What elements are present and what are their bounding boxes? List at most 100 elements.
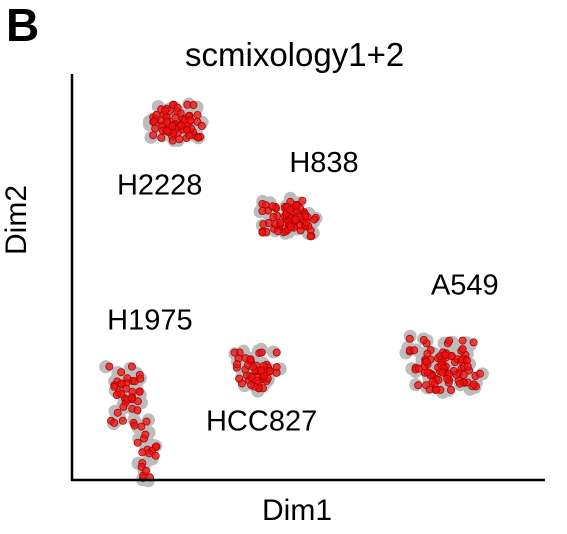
data-point-h1975 bbox=[136, 374, 145, 383]
data-point-h1975 bbox=[130, 421, 139, 430]
data-point-h2228 bbox=[185, 131, 194, 140]
data-point-h838 bbox=[258, 206, 267, 215]
data-point-h1975 bbox=[119, 402, 128, 411]
data-point-h2228 bbox=[177, 121, 186, 130]
data-point-a549 bbox=[445, 336, 454, 345]
data-point-a549 bbox=[458, 336, 467, 345]
data-point-h838 bbox=[310, 215, 319, 224]
data-point-a549 bbox=[475, 369, 484, 378]
data-point-h2228 bbox=[197, 121, 206, 130]
data-point-a549 bbox=[463, 362, 472, 371]
data-point-h2228 bbox=[151, 124, 160, 133]
data-point-h838 bbox=[259, 220, 268, 229]
data-point-h1975 bbox=[133, 406, 142, 415]
data-point-h1975 bbox=[117, 368, 126, 377]
data-point-h2228 bbox=[168, 122, 177, 131]
data-point-hcc827 bbox=[233, 360, 242, 369]
data-point-h2228 bbox=[149, 131, 158, 140]
data-point-h2228 bbox=[152, 110, 161, 119]
data-point-h838 bbox=[276, 218, 285, 227]
data-point-h838 bbox=[287, 222, 296, 231]
data-point-a549 bbox=[455, 379, 464, 388]
data-point-hcc827 bbox=[247, 380, 256, 389]
data-point-hcc827 bbox=[230, 348, 239, 357]
data-point-hcc827 bbox=[272, 348, 281, 357]
data-point-h1975 bbox=[133, 397, 142, 406]
data-point-h1975 bbox=[117, 379, 126, 388]
cluster-label-h1975: H1975 bbox=[107, 305, 192, 337]
data-point-h1975 bbox=[122, 384, 131, 393]
data-point-h2228 bbox=[194, 133, 203, 142]
data-point-h838 bbox=[273, 227, 282, 236]
data-point-h1975 bbox=[105, 362, 114, 371]
data-point-hcc827 bbox=[235, 374, 244, 383]
cluster-label-a549: A549 bbox=[431, 269, 499, 301]
data-point-a549 bbox=[438, 368, 447, 377]
data-point-h2228 bbox=[193, 111, 202, 120]
data-point-h2228 bbox=[157, 133, 166, 142]
data-point-a549 bbox=[423, 349, 432, 358]
data-point-hcc827 bbox=[272, 368, 281, 377]
data-point-a549 bbox=[425, 385, 434, 394]
data-point-h838 bbox=[268, 202, 277, 211]
data-point-h2228 bbox=[175, 135, 184, 144]
cluster-label-hcc827: HCC827 bbox=[206, 405, 317, 437]
data-point-a549 bbox=[447, 351, 456, 360]
data-point-h838 bbox=[306, 232, 315, 241]
data-point-a549 bbox=[414, 364, 423, 373]
data-point-h1975 bbox=[110, 418, 119, 427]
data-point-a549 bbox=[443, 374, 452, 383]
data-point-h1975 bbox=[141, 466, 150, 475]
data-point-h1975 bbox=[113, 408, 122, 417]
data-point-hcc827 bbox=[253, 376, 262, 385]
data-point-hcc827 bbox=[265, 367, 274, 376]
data-point-a549 bbox=[419, 335, 428, 344]
data-point-h1975 bbox=[133, 438, 142, 447]
data-point-h1975 bbox=[142, 417, 151, 426]
data-point-h838 bbox=[269, 213, 278, 222]
data-point-h2228 bbox=[173, 103, 182, 112]
data-point-h2228 bbox=[160, 106, 169, 115]
data-point-a549 bbox=[410, 346, 419, 355]
data-point-h1975 bbox=[135, 387, 144, 396]
data-point-a549 bbox=[428, 377, 437, 386]
data-point-h2228 bbox=[186, 116, 195, 125]
data-point-h2228 bbox=[171, 113, 180, 122]
data-point-h1975 bbox=[110, 382, 119, 391]
panel-label: B bbox=[6, 0, 40, 51]
data-point-a549 bbox=[469, 338, 478, 347]
data-point-h2228 bbox=[183, 100, 192, 109]
data-point-h838 bbox=[292, 201, 301, 210]
highlight-points-layer bbox=[105, 100, 484, 482]
data-point-a549 bbox=[446, 385, 455, 394]
cluster-label-h838: H838 bbox=[289, 147, 358, 179]
cluster-label-h2228: H2228 bbox=[117, 170, 202, 202]
data-point-a549 bbox=[422, 357, 431, 366]
data-point-h1975 bbox=[127, 362, 136, 371]
data-point-a549 bbox=[414, 381, 423, 390]
data-point-h2228 bbox=[168, 136, 177, 145]
data-point-h1975 bbox=[127, 393, 136, 402]
data-point-a549 bbox=[405, 334, 414, 343]
data-point-h1975 bbox=[123, 374, 132, 383]
data-point-h838 bbox=[298, 196, 307, 205]
data-point-hcc827 bbox=[257, 348, 266, 357]
data-point-h838 bbox=[286, 205, 295, 214]
data-point-h2228 bbox=[163, 126, 172, 135]
data-point-a549 bbox=[459, 370, 468, 379]
data-point-h1975 bbox=[145, 449, 154, 458]
data-point-h1975 bbox=[118, 416, 127, 425]
data-point-h1975 bbox=[117, 389, 126, 398]
y-axis-label: Dim2 bbox=[0, 184, 33, 255]
data-point-h2228 bbox=[162, 118, 171, 127]
x-axis-label: Dim1 bbox=[262, 494, 333, 527]
data-point-h838 bbox=[291, 215, 300, 224]
data-point-h838 bbox=[258, 228, 267, 237]
data-point-a549 bbox=[458, 345, 467, 354]
data-point-hcc827 bbox=[246, 355, 255, 364]
data-point-h1975 bbox=[141, 430, 150, 439]
data-point-hcc827 bbox=[256, 366, 265, 375]
